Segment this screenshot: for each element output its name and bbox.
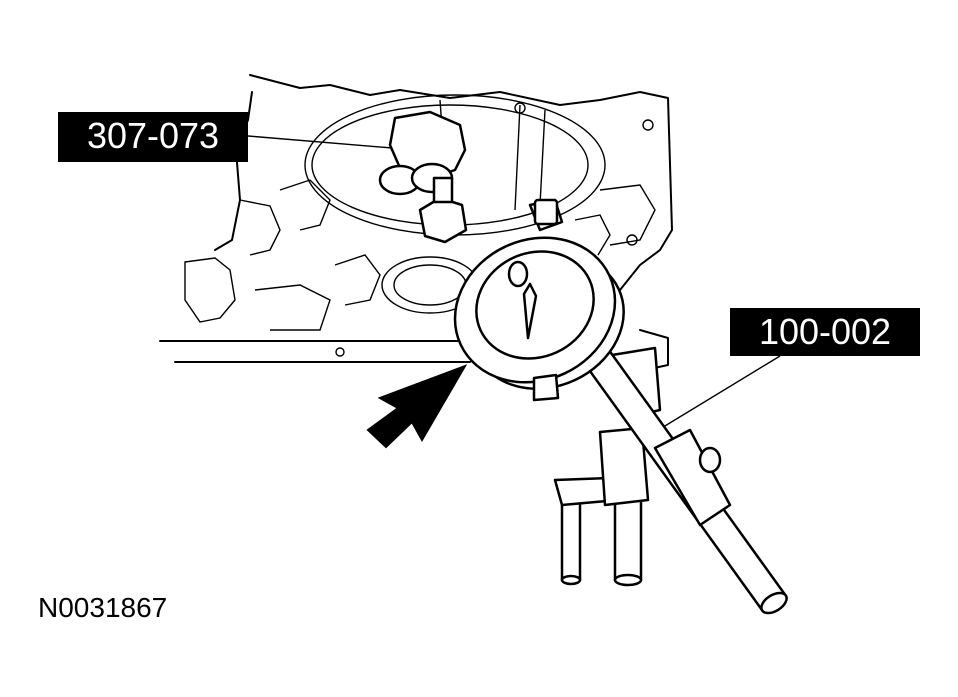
dial-indicator — [453, 198, 625, 402]
indicator-rod — [580, 344, 788, 615]
callout-label-100-002: 100-002 — [730, 308, 920, 356]
callout-b-leader — [654, 355, 781, 433]
figure-id: N0031867 — [38, 592, 168, 623]
callout-a-leader — [247, 135, 393, 149]
direction-arrow — [366, 364, 468, 449]
callout-label-307-073: 307-073 — [58, 112, 248, 162]
tool-307-073-fixture — [378, 110, 564, 244]
magnetic-base-stand — [553, 346, 662, 587]
